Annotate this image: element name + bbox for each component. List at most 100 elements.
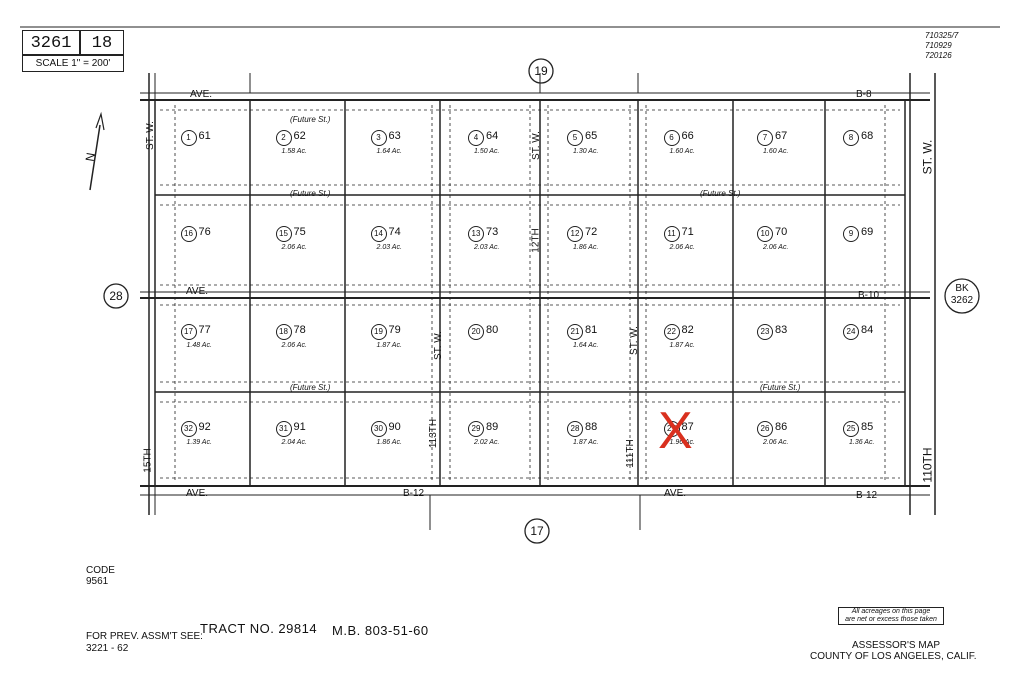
lot-number-circle: 19: [370, 324, 387, 340]
assessor-map-title: ASSESSOR'S MAP: [852, 640, 941, 651]
parcel-acreage: 1.96 Ac.: [669, 439, 695, 446]
parcel-number: 85: [861, 421, 874, 433]
parcel-number: 70: [775, 225, 788, 238]
parcel-acreage: 1.36 Ac.: [849, 439, 875, 446]
street-label-b12-mid: B-12: [403, 488, 425, 499]
lot-number-circle: 6: [663, 129, 680, 146]
parcel-acreage: 1.86 Ac.: [573, 243, 599, 251]
lot-number-circle: 15: [275, 225, 292, 242]
map-book-reference: M.B. 803-51-60: [332, 623, 429, 638]
street-label-15th-stw: ST. W.: [144, 121, 156, 150]
lot-number-circle: 26: [757, 421, 773, 437]
future-street-label: (Future St.): [290, 383, 331, 392]
lot-number-circle: 2: [275, 129, 292, 146]
parcel-number: 86: [775, 421, 788, 433]
parcel-acreage: 1.60 Ac.: [763, 147, 789, 155]
street-label-15th: 15TH: [142, 448, 154, 473]
lot-number-circle: 14: [370, 225, 387, 242]
parcel-number: 91: [293, 421, 306, 433]
parcel-number: 68: [861, 129, 874, 142]
parcel-number: 84: [861, 324, 874, 336]
ref-map-left[interactable]: 28: [109, 289, 123, 303]
parcel-number: 73: [486, 225, 499, 238]
lot-number-circle: 1: [180, 129, 197, 146]
map-page-number: 18: [80, 30, 124, 56]
future-street-label: (Future St.): [290, 189, 331, 198]
parcel-number: 67: [775, 129, 788, 142]
parcel-acreage: 2.06 Ac.: [669, 243, 695, 251]
parcel-acreage: 1.48 Ac.: [186, 342, 212, 349]
map-book-number: 3261: [22, 30, 80, 56]
future-street-label: (Future St.): [290, 115, 331, 124]
lot-number-circle: 29: [468, 421, 484, 437]
parcel-acreage: 1.50 Ac.: [474, 147, 500, 155]
parcel-acreage: 1.60 Ac.: [669, 147, 695, 155]
parcel-acreage: 2.04 Ac.: [281, 439, 307, 446]
lot-number-circle: 16: [180, 225, 197, 242]
ref-map-bottom[interactable]: 17: [530, 524, 544, 538]
lot-number-circle: 31: [275, 421, 292, 437]
parcel-acreage: 1.87 Ac.: [376, 342, 402, 349]
parcel-acreage: 2.06 Ac.: [763, 243, 789, 251]
parcel-number: 80: [486, 324, 499, 336]
acreage-note: All acreages on this page are net or exc…: [838, 607, 944, 625]
parcel-acreage: 2.03 Ac.: [376, 243, 402, 251]
parcel-acreage: 1.64 Ac.: [376, 147, 402, 155]
lot-number-circle: 23: [757, 324, 773, 340]
parcel-number: 77: [198, 324, 211, 336]
parcel-number: 92: [198, 421, 211, 433]
lot-number-circle: 18: [275, 324, 292, 340]
lot-number-circle: 9: [843, 225, 859, 242]
parcel-number: 65: [585, 129, 598, 142]
lot-number-circle: 12: [567, 225, 583, 242]
parcel-number: 71: [681, 225, 694, 238]
parcel-acreage: 2.06 Ac.: [281, 243, 307, 251]
street-label-b8: B-8: [856, 89, 872, 100]
ref-book-number[interactable]: 3262: [950, 295, 974, 306]
parcel-number: 87: [681, 421, 694, 433]
lot-number-circle: 32: [180, 421, 197, 437]
ref-map-top[interactable]: 19: [534, 64, 548, 78]
street-label-b12-right: B-12: [856, 490, 878, 501]
lot-number-circle: 11: [663, 225, 680, 242]
parcel-number: 83: [775, 324, 788, 336]
future-street-label: (Future St.): [700, 189, 741, 198]
parcel-acreage: 1.39 Ac.: [186, 439, 212, 446]
lot-number-circle: 20: [468, 324, 484, 340]
parcel-acreage: 1.86 Ac.: [376, 439, 402, 446]
lot-number-circle: 8: [843, 129, 859, 146]
street-label-110th-stw: ST. W.: [920, 139, 935, 175]
